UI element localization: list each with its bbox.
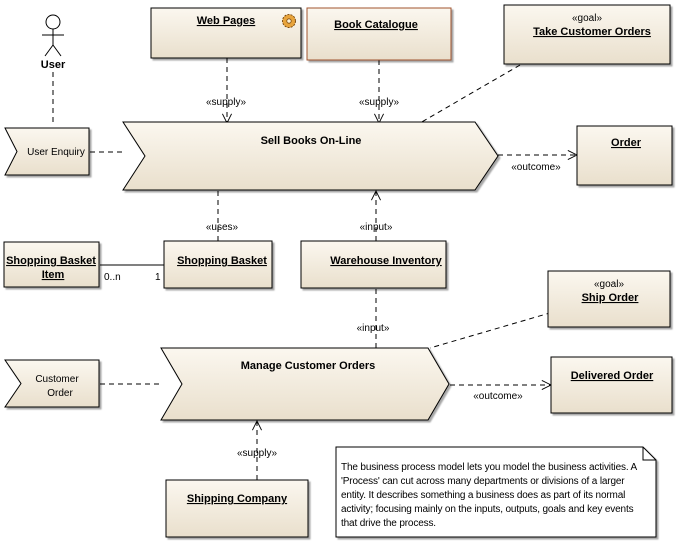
take-customer-orders-goal[interactable]: «goal» Take Customer Orders [503, 4, 671, 65]
input-label-sell: «input» [360, 222, 393, 233]
outcome-label-order: «outcome» [511, 162, 561, 173]
shipping-company-box[interactable]: Shipping Company [165, 479, 309, 538]
uses-label: «uses» [206, 222, 239, 233]
supply-label-catalogue: «supply» [359, 97, 399, 108]
shopping-basket-box[interactable]: Shopping Basket [163, 240, 273, 289]
book-catalogue-label: Book Catalogue [334, 19, 418, 31]
shopping-basket-label: Shopping Basket [177, 255, 267, 267]
multiplicity-many: 0..n [104, 272, 121, 283]
sell-books-process[interactable]: Sell Books On-Line [122, 121, 499, 191]
ship-order-label: Ship Order [582, 292, 640, 304]
ship-order-stereotype: «goal» [594, 279, 624, 290]
order-label: Order [611, 137, 642, 149]
actor-label: User [41, 59, 66, 71]
outcome-label-delivered: «outcome» [473, 391, 523, 402]
business-process-note: The business process model lets you mode… [336, 447, 656, 531]
take-orders-label: Take Customer Orders [533, 26, 651, 38]
user-actor[interactable] [42, 14, 64, 57]
shopping-basket-item-label-line2: Item [42, 269, 65, 281]
shopping-basket-item-box[interactable]: Shopping Basket Item [3, 241, 100, 288]
connector-ship-order-goal [429, 309, 561, 349]
manage-customer-orders-process[interactable]: Manage Customer Orders [160, 347, 450, 421]
warehouse-inventory-label: Warehouse Inventory [330, 255, 442, 267]
note-shape [335, 446, 657, 538]
customer-order-label-line1: Customer [35, 374, 79, 385]
user-enquiry-event[interactable]: User Enquiry [4, 127, 90, 176]
delivered-order-box[interactable]: Delivered Order [550, 356, 673, 414]
delivered-order-label: Delivered Order [571, 370, 654, 382]
take-orders-stereotype: «goal» [572, 13, 602, 24]
supply-label-shipping: «supply» [237, 448, 277, 459]
customer-order-event[interactable]: Customer Order [4, 359, 100, 408]
web-pages-box[interactable]: Web Pages [150, 7, 302, 59]
ship-order-goal[interactable]: «goal» Ship Order [547, 270, 671, 328]
multiplicity-one: 1 [155, 272, 161, 283]
book-catalogue-box[interactable]: Book Catalogue [306, 7, 452, 61]
user-enquiry-label: User Enquiry [27, 147, 85, 158]
manage-orders-label: Manage Customer Orders [241, 360, 375, 372]
shopping-basket-item-label-line1: Shopping Basket [6, 255, 96, 267]
input-label-manage: «input» [357, 323, 390, 334]
note-text: The business process model lets you mode… [341, 462, 637, 529]
shipping-company-label: Shipping Company [187, 493, 288, 505]
sell-books-label: Sell Books On-Line [261, 135, 362, 147]
warehouse-inventory-box[interactable]: Warehouse Inventory [300, 240, 447, 289]
supply-label-web: «supply» [206, 97, 246, 108]
connector-take-orders-goal [419, 64, 521, 124]
web-pages-gear-icon [282, 14, 296, 28]
customer-order-label-line2: Order [47, 388, 73, 399]
web-pages-label: Web Pages [197, 15, 256, 27]
order-box[interactable]: Order [576, 125, 673, 186]
